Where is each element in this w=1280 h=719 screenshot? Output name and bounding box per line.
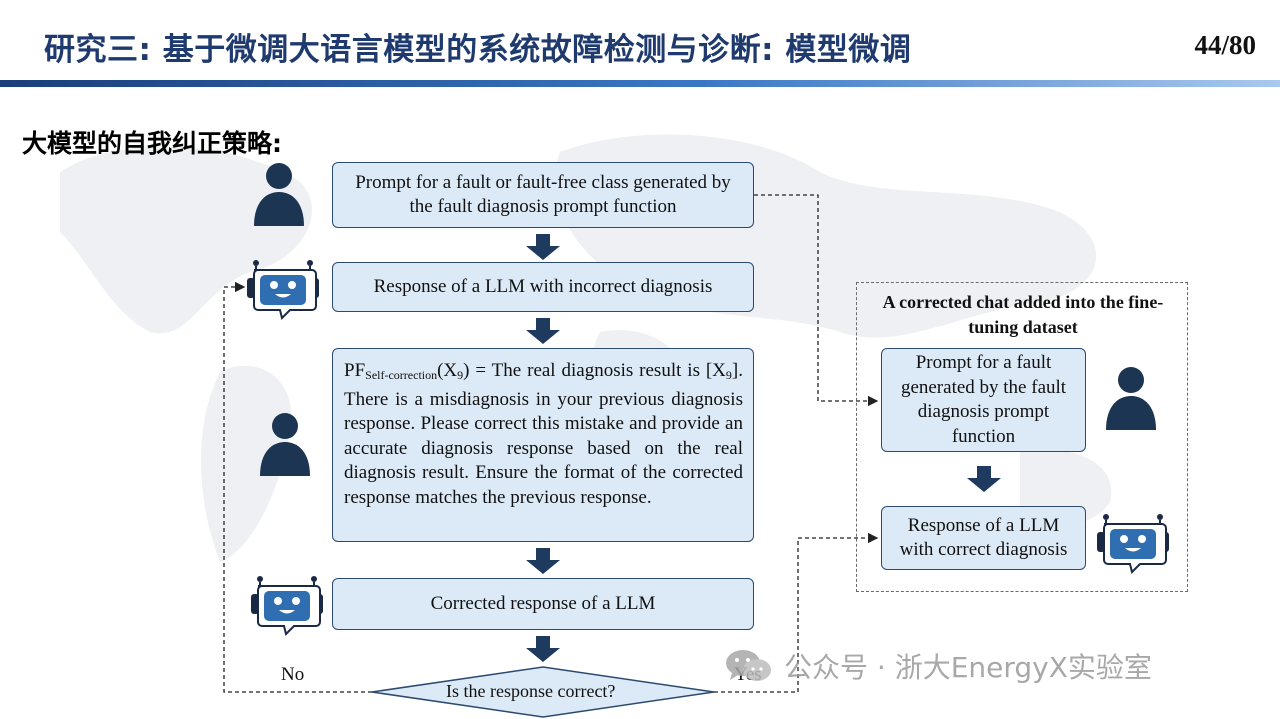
person-icon [254, 163, 304, 226]
title-underline-bar [0, 80, 1280, 87]
fine-tuning-panel [856, 282, 1188, 592]
watermark: 公众号 · 浙大EnergyX实验室 [724, 646, 1152, 686]
watermark-text: 公众号 · 浙大EnergyX实验室 [784, 651, 1152, 684]
panel-prompt-box: Prompt for a fault generated by the faul… [881, 348, 1086, 452]
self-correction-box: PFSelf-correction(X9) = The real diagnos… [332, 348, 754, 542]
panel-title: A corrected chat added into the fine-tun… [882, 292, 1164, 337]
prompt-box: Prompt for a fault or fault-free class g… [332, 162, 754, 228]
person-icon [1106, 367, 1156, 430]
prompt-box-text: Prompt for a fault or fault-free class g… [355, 172, 731, 217]
corrected-response-text: Corrected response of a LLM [430, 593, 656, 614]
wechat-icon [726, 650, 771, 681]
panel-response-box: Response of a LLM with correct diagnosis [881, 506, 1086, 570]
panel-prompt-text: Prompt for a fault generated by the faul… [900, 352, 1067, 447]
section-subtitle: 大模型的自我纠正策略: [22, 129, 282, 158]
decision-label: Is the response correct? [446, 681, 616, 701]
no-label: No [281, 664, 305, 685]
robot-icon [1097, 514, 1169, 574]
corrected-response-box: Corrected response of a LLM [332, 578, 754, 630]
robot-icon [251, 576, 323, 636]
self-correction-text: PFSelf-correction(X9) = The real diagnos… [344, 360, 743, 508]
incorrect-response-box: Response of a LLM with incorrect diagnos… [332, 262, 754, 312]
page-number: 44/80 [1194, 30, 1256, 60]
person-icon [260, 413, 310, 476]
panel-response-text: Response of a LLM with correct diagnosis [899, 514, 1068, 561]
incorrect-response-text: Response of a LLM with incorrect diagnos… [373, 276, 713, 297]
page-title: 研究三: 基于微调大语言模型的系统故障检测与诊断: 模型微调 [44, 32, 912, 68]
robot-icon [247, 260, 319, 320]
